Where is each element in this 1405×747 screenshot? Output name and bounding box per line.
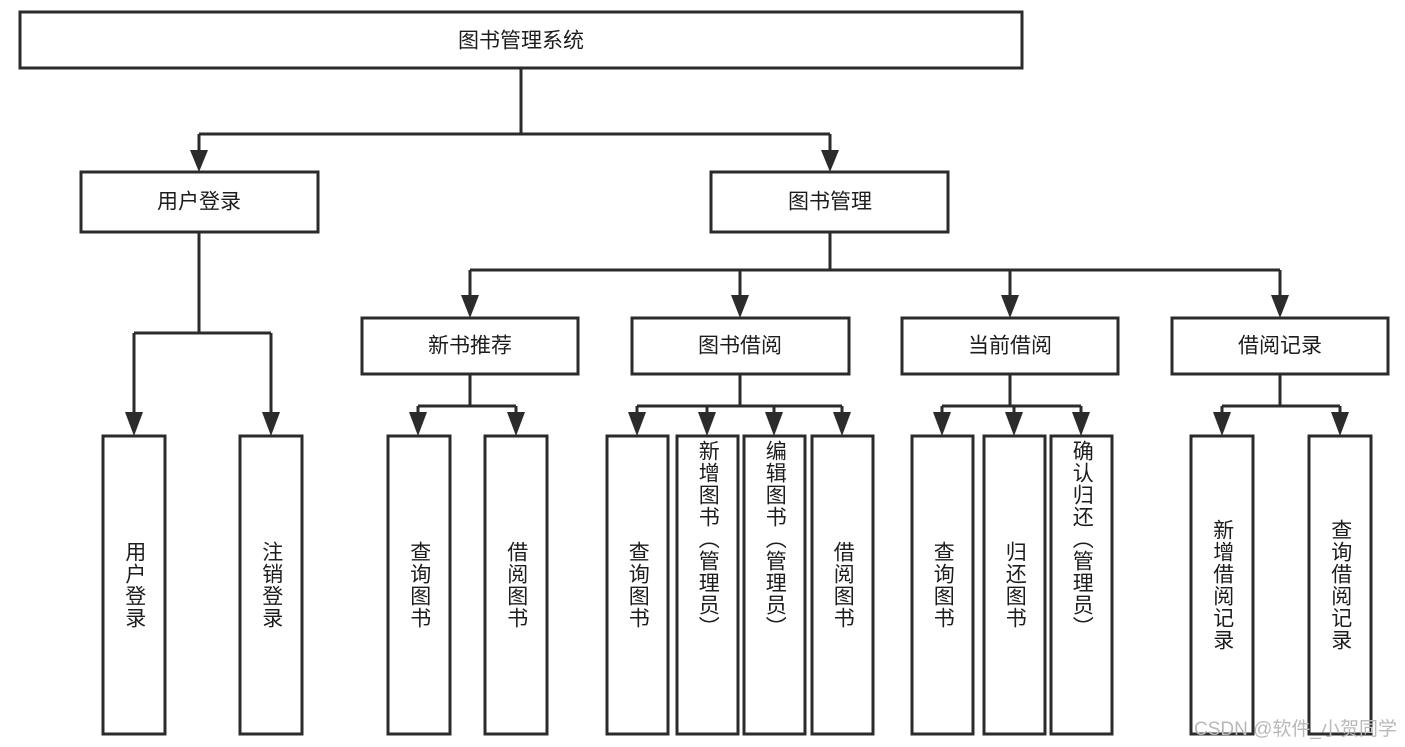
node-layer: 图书管理系统 用户登录 图书管理 新书推荐 图书借阅 当前借阅 借阅记录 bbox=[18, 10, 1390, 736]
node-box-borrow-record[interactable] bbox=[1170, 316, 1390, 376]
node-box-borrow-book-1[interactable] bbox=[483, 434, 549, 736]
arrowhead-user-login-leaf bbox=[125, 412, 143, 436]
arrowhead-user-login bbox=[190, 150, 208, 172]
node-box-book-management[interactable] bbox=[709, 170, 950, 234]
arrowhead-book-borrow bbox=[731, 295, 749, 318]
arrowhead-borrow-book-1 bbox=[507, 412, 525, 436]
arrowhead-query-borrow-record bbox=[1331, 412, 1349, 436]
node-box-add-borrow-record[interactable] bbox=[1189, 434, 1255, 736]
arrowhead-user-logout-leaf bbox=[262, 412, 280, 436]
node-box-edit-book-admin[interactable] bbox=[742, 434, 807, 736]
arrowhead-edit-book-admin bbox=[765, 412, 783, 436]
node-box-add-book-admin[interactable] bbox=[675, 434, 740, 736]
arrowhead-confirm-return-admin bbox=[1072, 412, 1090, 436]
arrowhead-book-management bbox=[821, 150, 839, 172]
node-box-user-login-leaf[interactable] bbox=[101, 434, 167, 736]
arrowhead-add-book-admin bbox=[698, 412, 716, 436]
node-box-query-borrow-record[interactable] bbox=[1307, 434, 1373, 736]
arrowhead-query-book-2 bbox=[628, 412, 646, 436]
node-box-user-logout-leaf[interactable] bbox=[238, 434, 304, 736]
node-box-query-book-2[interactable] bbox=[605, 434, 670, 736]
node-box-query-book-3[interactable] bbox=[910, 434, 975, 736]
arrowhead-query-book-3 bbox=[933, 412, 951, 436]
watermark-text: CSDN @软件_小贺同学 bbox=[1194, 719, 1397, 740]
node-box-return-book[interactable] bbox=[982, 434, 1047, 736]
node-box-borrow-book-2[interactable] bbox=[810, 434, 875, 736]
node-label-new-book-recommend: 新书推荐 bbox=[428, 335, 512, 358]
node-label-current-borrow: 当前借阅 bbox=[968, 335, 1052, 358]
arrowhead-query-book-1 bbox=[409, 412, 427, 436]
arrowhead-borrow-record bbox=[1271, 295, 1289, 318]
arrowhead-borrow-book-2 bbox=[833, 412, 851, 436]
arrowhead-return-book bbox=[1005, 412, 1023, 436]
node-box-current-borrow[interactable] bbox=[900, 316, 1120, 376]
arrowhead-current-borrow bbox=[1001, 295, 1019, 318]
connector-layer bbox=[125, 68, 1349, 436]
node-label-book-management: 图书管理 bbox=[788, 191, 872, 214]
node-box-user-login[interactable] bbox=[79, 170, 320, 234]
node-label-root: 图书管理系统 bbox=[458, 30, 584, 53]
node-box-new-book-recommend[interactable] bbox=[360, 316, 580, 376]
node-box-confirm-return-admin[interactable] bbox=[1049, 434, 1114, 736]
node-box-book-borrow[interactable] bbox=[630, 316, 851, 376]
node-box-root[interactable] bbox=[18, 10, 1024, 70]
node-label-borrow-record: 借阅记录 bbox=[1238, 335, 1322, 358]
arrowhead-add-borrow-record bbox=[1213, 412, 1231, 436]
arrowhead-new-book-recommend bbox=[461, 295, 479, 318]
node-label-book-borrow: 图书借阅 bbox=[698, 335, 782, 358]
node-box-query-book-1[interactable] bbox=[386, 434, 452, 736]
node-label-user-login: 用户登录 bbox=[157, 191, 241, 214]
